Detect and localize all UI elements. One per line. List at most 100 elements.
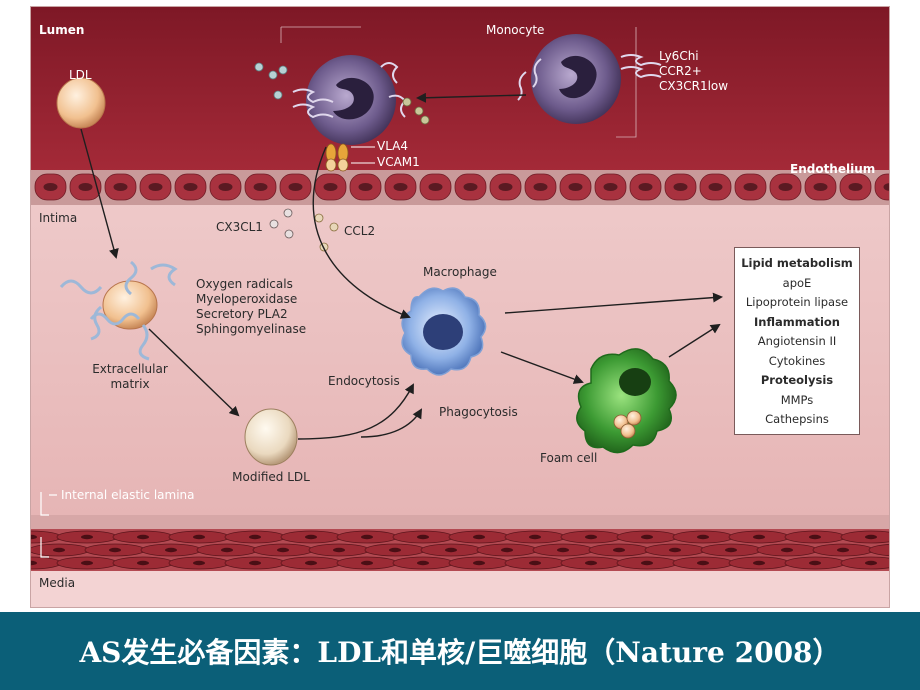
caption-bar: AS发生必备因素：LDL和单核/巨噬细胞（Nature 2008） bbox=[0, 612, 920, 690]
endothelial-cell bbox=[874, 173, 889, 201]
monocyte-label: Monocyte bbox=[486, 23, 545, 37]
endothelial-nucleus bbox=[253, 183, 268, 191]
endothelial-nucleus bbox=[148, 183, 163, 191]
smooth-muscle-nucleus bbox=[585, 534, 597, 540]
endothelial-nucleus bbox=[43, 183, 58, 191]
endothelium-label: Endothelium bbox=[790, 162, 876, 176]
smooth-muscle-nucleus bbox=[613, 547, 625, 553]
smooth-muscle-nucleus bbox=[31, 560, 37, 566]
foam-cell bbox=[576, 348, 677, 454]
smooth-muscle-nucleus bbox=[529, 534, 541, 540]
endothelial-nucleus bbox=[568, 183, 583, 191]
smooth-muscle-nucleus bbox=[697, 560, 709, 566]
lamina-bracket bbox=[40, 492, 49, 558]
intima-label: Intima bbox=[39, 211, 78, 225]
vla4-vcam1-receptors bbox=[325, 143, 375, 172]
media-label: Media bbox=[39, 576, 76, 590]
smooth-muscle-nucleus bbox=[389, 547, 401, 553]
foam-cell-label: Foam cell bbox=[540, 451, 598, 465]
box-item: Cytokines bbox=[768, 353, 826, 368]
extracellular-matrix-label: Extracellular matrix bbox=[92, 362, 168, 391]
smooth-muscle-cell bbox=[868, 543, 889, 557]
smooth-muscle-nucleus bbox=[305, 560, 317, 566]
endothelial-nucleus bbox=[323, 183, 338, 191]
smooth-muscle-nucleus bbox=[529, 560, 541, 566]
internal-elastic-lamina-label: Internal elastic lamina bbox=[61, 488, 195, 502]
lumen-label: Lumen bbox=[39, 23, 85, 37]
extracellular-matrix bbox=[59, 260, 178, 361]
marker-ly6c: Ly6Chi bbox=[659, 49, 699, 63]
smooth-muscle-nucleus bbox=[165, 547, 177, 553]
marker-ccr2: CCR2+ bbox=[659, 64, 702, 78]
endocytosis-label: Endocytosis bbox=[328, 374, 400, 388]
atherosclerosis-diagram: Lumen LDL Monocyte Ly6Chi CCR2+ CX3CR1lo… bbox=[30, 6, 890, 608]
monocyte-adherent bbox=[292, 55, 407, 145]
modified-ldl-label: Modified LDL bbox=[232, 470, 310, 484]
media-layer bbox=[31, 529, 889, 571]
box-item: apoE bbox=[782, 275, 812, 290]
smooth-muscle-nucleus bbox=[557, 547, 569, 553]
cx3cl1-label: CX3CL1 bbox=[216, 220, 263, 234]
endothelial-nucleus bbox=[778, 183, 793, 191]
box-item: Cathepsins bbox=[765, 412, 829, 426]
smooth-muscle-nucleus bbox=[697, 534, 709, 540]
oxidant-item: Myeloperoxidase bbox=[196, 292, 298, 306]
smooth-muscle-nucleus bbox=[417, 534, 429, 540]
smooth-muscle-nucleus bbox=[277, 547, 289, 553]
ldl-particle bbox=[56, 77, 106, 129]
internal-elastic-lamina-band bbox=[31, 515, 889, 529]
smooth-muscle-nucleus bbox=[249, 534, 261, 540]
box-item: MMPs bbox=[780, 392, 814, 407]
endothelial-nucleus bbox=[183, 183, 198, 191]
smooth-muscle-nucleus bbox=[473, 534, 485, 540]
chemokine-particles-intima bbox=[269, 208, 339, 252]
smooth-muscle-nucleus bbox=[473, 560, 485, 566]
lipid-function-box: Lipid metabolism apoE Lipoprotein lipase… bbox=[734, 247, 860, 435]
smooth-muscle-nucleus bbox=[501, 547, 513, 553]
modified-ldl-particle bbox=[244, 408, 298, 466]
endothelial-nucleus bbox=[813, 183, 828, 191]
phagocytosis-label: Phagocytosis bbox=[439, 405, 518, 419]
slide-caption: AS发生必备因素：LDL和单核/巨噬细胞（Nature 2008） bbox=[79, 636, 841, 669]
box-heading: Inflammation bbox=[753, 314, 840, 329]
smooth-muscle-nucleus bbox=[641, 560, 653, 566]
box-heading: Lipid metabolism bbox=[741, 256, 853, 270]
endothelial-nucleus bbox=[358, 183, 373, 191]
macrophage-label: Macrophage bbox=[423, 265, 497, 279]
box-item: Lipoprotein lipase bbox=[745, 295, 849, 309]
smooth-muscle-nucleus bbox=[31, 534, 37, 540]
vla4-label: VLA4 bbox=[377, 139, 409, 153]
smooth-muscle-nucleus bbox=[81, 534, 93, 540]
chemokine-particles-lumen bbox=[254, 62, 430, 125]
smooth-muscle-nucleus bbox=[753, 534, 765, 540]
smooth-muscle-nucleus bbox=[333, 547, 345, 553]
endothelial-nucleus bbox=[288, 183, 303, 191]
vcam1-label: VCAM1 bbox=[377, 155, 420, 169]
smooth-muscle-nucleus bbox=[865, 560, 877, 566]
monocyte-lumen bbox=[517, 34, 662, 124]
smooth-muscle-nucleus bbox=[669, 547, 681, 553]
below-media-region bbox=[31, 571, 889, 607]
smooth-muscle-nucleus bbox=[193, 534, 205, 540]
smooth-muscle-nucleus bbox=[109, 547, 121, 553]
endothelial-nucleus bbox=[638, 183, 653, 191]
oxidant-item: Oxygen radicals bbox=[196, 277, 293, 291]
endothelial-nucleus bbox=[883, 183, 889, 191]
endothelial-nucleus bbox=[113, 183, 128, 191]
endothelial-nucleus bbox=[498, 183, 513, 191]
endothelial-nucleus bbox=[78, 183, 93, 191]
smooth-muscle-nucleus bbox=[137, 560, 149, 566]
endothelial-nucleus bbox=[603, 183, 618, 191]
lumen-region bbox=[31, 7, 889, 175]
pathway-arrows bbox=[80, 92, 723, 440]
endothelial-nucleus bbox=[463, 183, 478, 191]
smooth-muscle-nucleus bbox=[585, 560, 597, 566]
endothelial-nucleus bbox=[218, 183, 233, 191]
smooth-muscle-nucleus bbox=[417, 560, 429, 566]
inset-line bbox=[616, 27, 637, 138]
endothelial-nucleus bbox=[428, 183, 443, 191]
endothelial-nucleus bbox=[708, 183, 723, 191]
smooth-muscle-nucleus bbox=[305, 534, 317, 540]
smooth-muscle-nucleus bbox=[641, 534, 653, 540]
endothelial-nucleus bbox=[743, 183, 758, 191]
